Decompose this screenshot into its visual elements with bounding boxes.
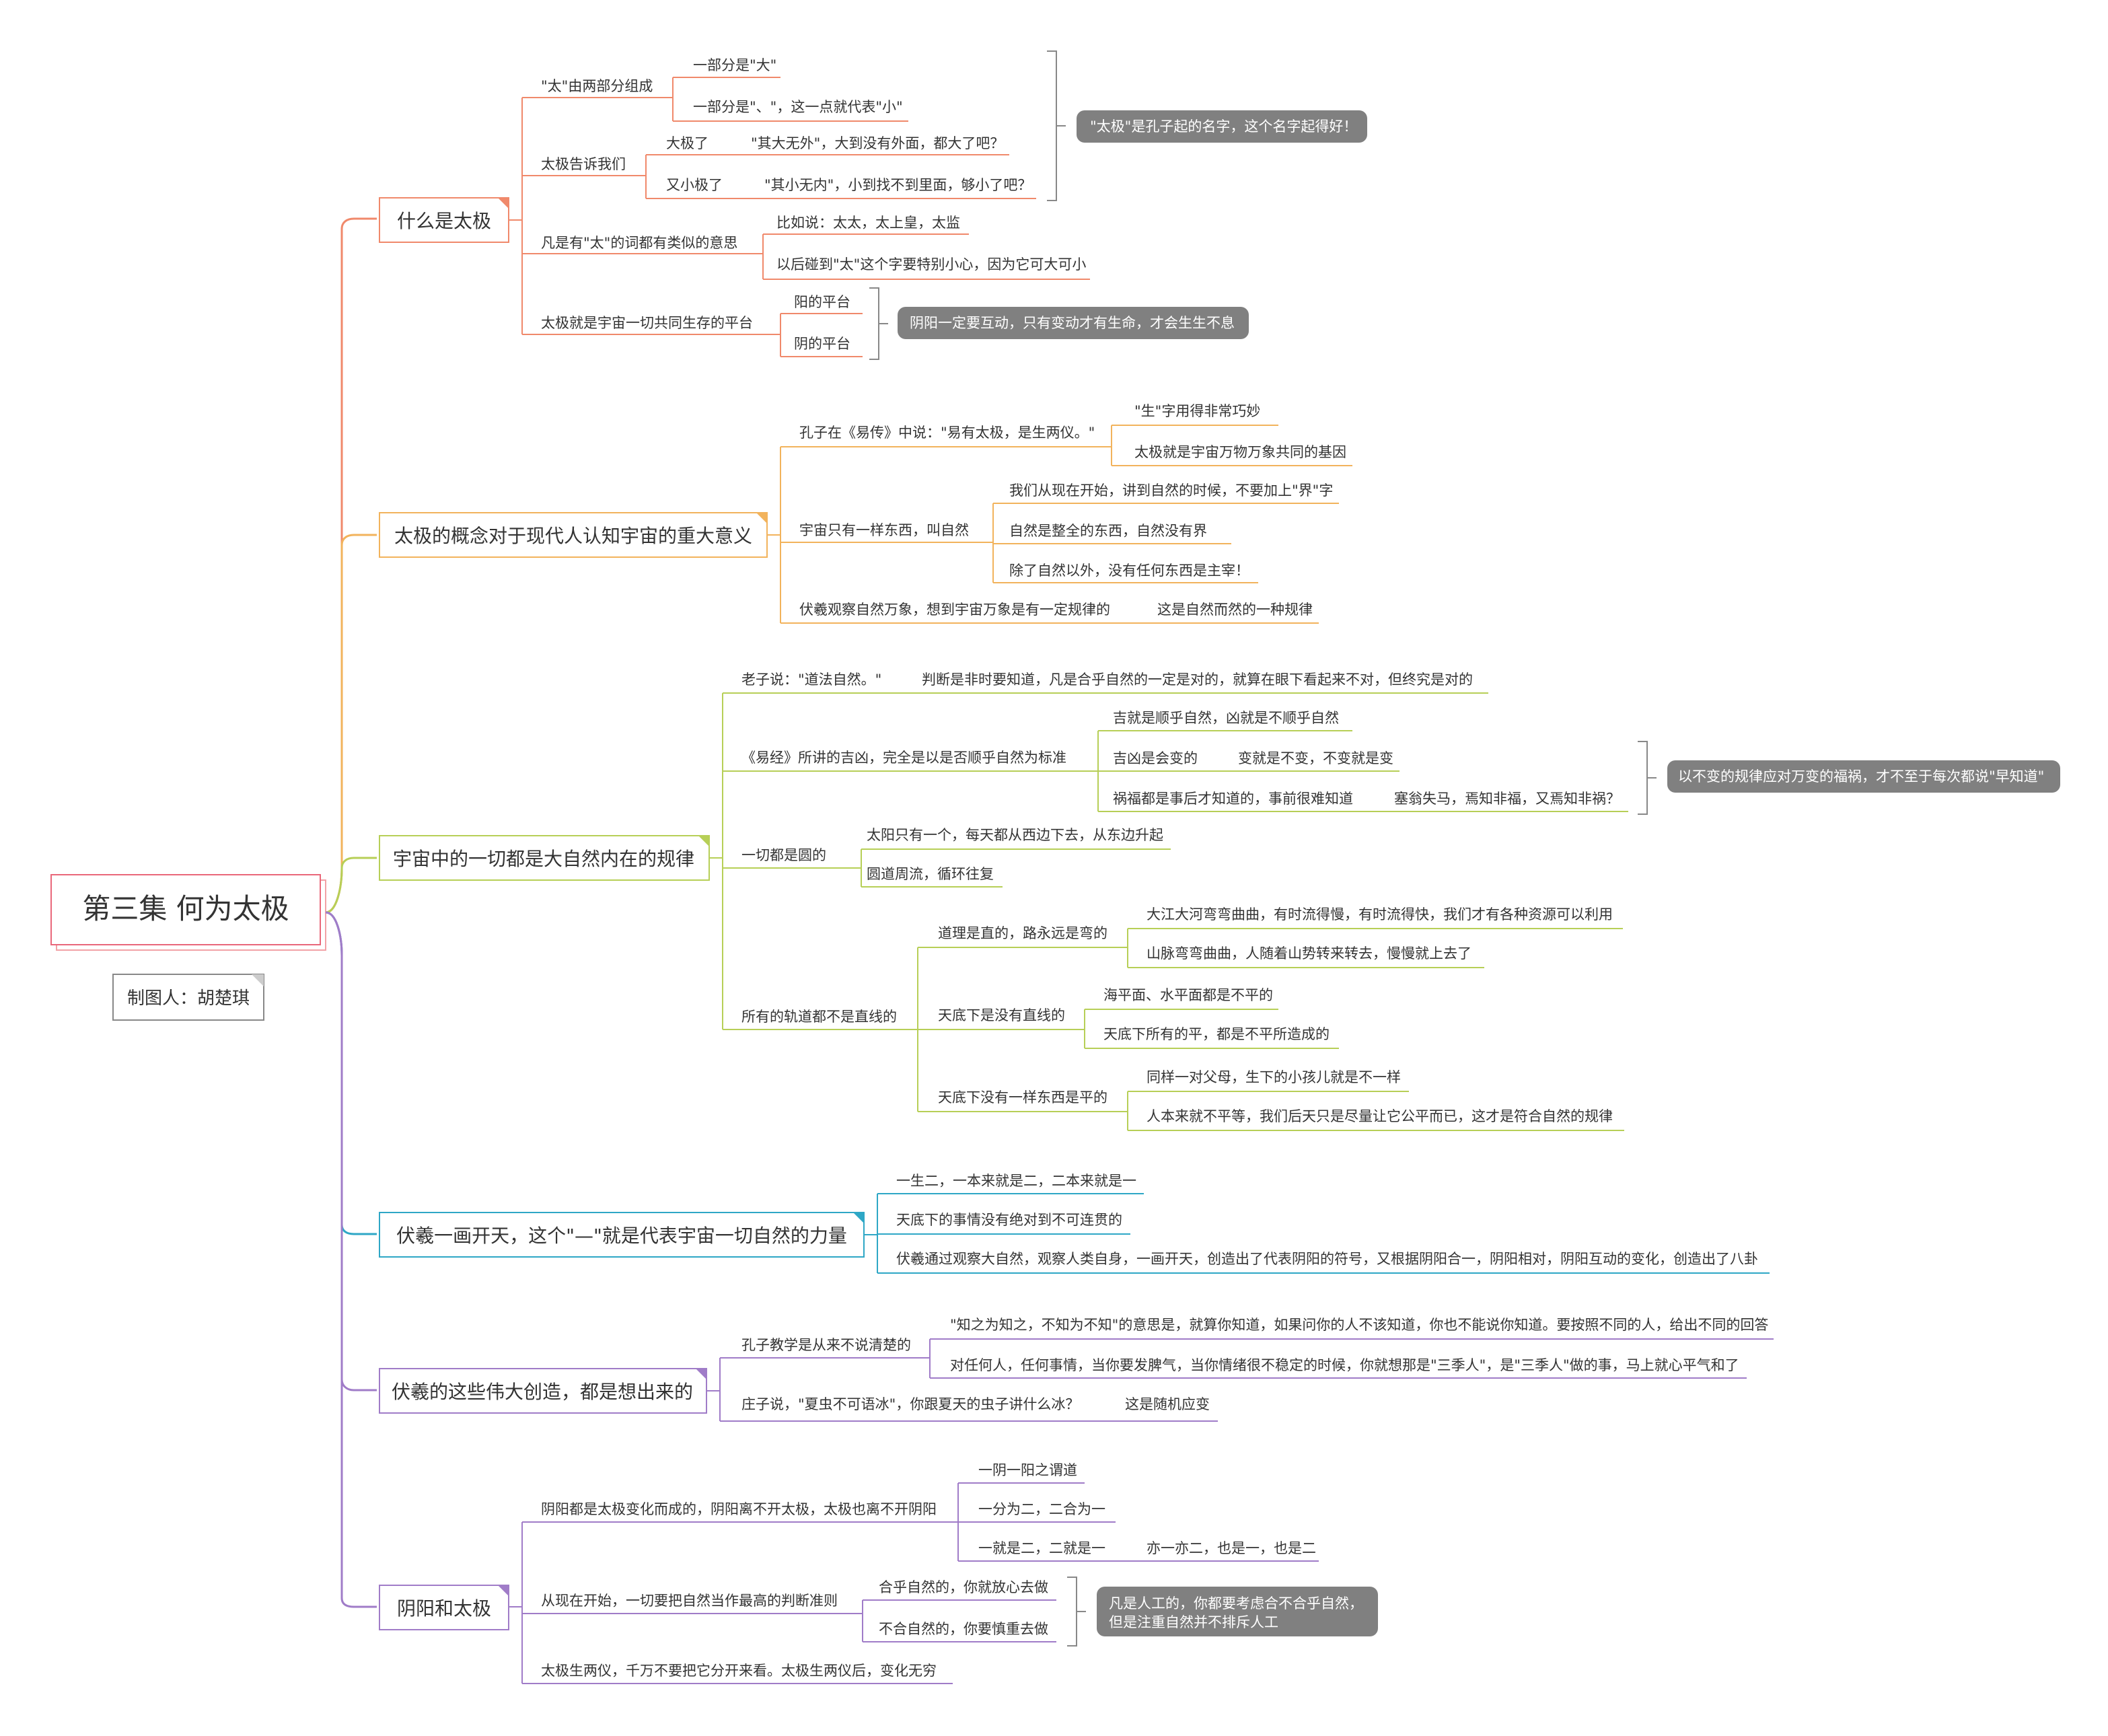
svg-text:凡是有"太"的词都有类似的意思: 凡是有"太"的词都有类似的意思: [541, 235, 737, 251]
svg-text:"太极"是孔子起的名字，这个名字起得好！: "太极"是孔子起的名字，这个名字起得好！: [1090, 118, 1357, 135]
branch-what-is-taiji: 什么是太极 "太"由两部分组成 一部分是"大" 一部分是"、"，这一点就代表"小…: [379, 50, 1367, 360]
branch-universe-laws: 宇宙中的一切都是大自然内在的规律 老子说："道法自然。" 判断是非时要知道，凡是…: [379, 672, 2060, 1131]
svg-text:这是自然而然的一种规律: 这是自然而然的一种规律: [1157, 602, 1313, 618]
svg-text:阴阳都是太极变化而成的，阴阳离不开太极，太极也离不开阴阳: 阴阳都是太极变化而成的，阴阳离不开太极，太极也离不开阴阳: [541, 1501, 937, 1517]
svg-text:一部分是"大": 一部分是"大": [693, 57, 776, 73]
svg-text:吉就是顺乎自然，凶就是不顺乎自然: 吉就是顺乎自然，凶就是不顺乎自然: [1113, 710, 1339, 726]
svg-text:判断是非时要知道，凡是合乎自然的一定是对的，就算在眼下看起来: 判断是非时要知道，凡是合乎自然的一定是对的，就算在眼下看起来不对，但终究是对的: [922, 672, 1473, 688]
svg-text:什么是太极: 什么是太极: [397, 210, 491, 232]
svg-text:天底下没有一样东西是平的: 天底下没有一样东西是平的: [938, 1089, 1107, 1106]
branch2-topic[interactable]: 太极的概念对于现代人认知宇宙的重大意义: [379, 512, 768, 558]
svg-text:"知之为知之，不知为不知"的意思是，就算你知道，如果问你的人: "知之为知之，不知为不知"的意思是，就算你知道，如果问你的人不该知道，你也不能说…: [950, 1317, 1768, 1333]
svg-text:天底下所有的平，都是不平所造成的: 天底下所有的平，都是不平所造成的: [1103, 1026, 1330, 1042]
svg-text:道理是直的，路永远是弯的: 道理是直的，路永远是弯的: [938, 925, 1107, 941]
svg-text:一部分是"、"，这一点就代表"小": 一部分是"、"，这一点就代表"小": [693, 99, 903, 115]
branch5-topic[interactable]: 伏羲的这些伟大创造，都是想出来的: [379, 1368, 707, 1414]
branch-fuxi-creation: 伏羲的这些伟大创造，都是想出来的 孔子教学是从来不说清楚的 "知之为知之，不知为…: [379, 1317, 1774, 1422]
svg-text:以后碰到"太"这个字要特别小心，因为它可大可小: 以后碰到"太"这个字要特别小心，因为它可大可小: [776, 256, 1086, 273]
svg-text:但是注重自然并不排斥人工: 但是注重自然并不排斥人工: [1109, 1614, 1278, 1630]
svg-text:不合自然的，你要慎重去做: 不合自然的，你要慎重去做: [879, 1621, 1048, 1637]
svg-text:一分为二，二合为一: 一分为二，二合为一: [978, 1501, 1105, 1517]
root-connectors: [325, 217, 377, 1608]
svg-text:太极告诉我们: 太极告诉我们: [541, 156, 626, 172]
root-node[interactable]: 第三集 何为太极: [50, 874, 326, 951]
svg-text:太极生两仪，千万不要把它分开来看。太极生两仪后，变化无穷: 太极生两仪，千万不要把它分开来看。太极生两仪后，变化无穷: [541, 1663, 937, 1679]
svg-text:天底下是没有直线的: 天底下是没有直线的: [938, 1007, 1065, 1023]
svg-text:一切都是圆的: 一切都是圆的: [741, 847, 826, 863]
svg-text:太极的概念对于现代人认知宇宙的重大意义: 太极的概念对于现代人认知宇宙的重大意义: [394, 525, 752, 547]
svg-text:阳的平台: 阳的平台: [794, 294, 850, 310]
svg-text:又小极了: 又小极了: [666, 177, 723, 193]
root-title: 第三集 何为太极: [82, 892, 289, 925]
note-yinyang-interact[interactable]: 阴阳一定要互动，只有变动才有生命，才会生生不息: [898, 307, 1249, 339]
svg-text:伏羲一画开天，这个"—"就是代表宇宙一切自然的力量: 伏羲一画开天，这个"—"就是代表宇宙一切自然的力量: [396, 1225, 847, 1247]
svg-text:"其小无内"，小到找不到里面，够小了吧？: "其小无内"，小到找不到里面，够小了吧？: [764, 177, 1031, 193]
svg-text:太极就是宇宙一切共同生存的平台: 太极就是宇宙一切共同生存的平台: [541, 315, 753, 331]
svg-text:比如说：太太，太上皇，太监: 比如说：太太，太上皇，太监: [776, 215, 960, 231]
svg-text:圆道周流，循环往复: 圆道周流，循环往复: [867, 866, 994, 882]
svg-text:祸福都是事后才知道的，事前很难知道: 祸福都是事后才知道的，事前很难知道: [1113, 791, 1353, 807]
svg-text:变就是不变，不变就是变: 变就是不变，不变就是变: [1238, 750, 1393, 766]
svg-text:庄子说，"夏虫不可语冰"，你跟夏天的虫子讲什么冰？: 庄子说，"夏虫不可语冰"，你跟夏天的虫子讲什么冰？: [741, 1396, 1079, 1412]
svg-text:宇宙中的一切都是大自然内在的规律: 宇宙中的一切都是大自然内在的规律: [393, 848, 694, 870]
branch3-topic[interactable]: 宇宙中的一切都是大自然内在的规律: [379, 835, 710, 881]
svg-text:老子说："道法自然。": 老子说："道法自然。": [741, 672, 881, 688]
svg-text:同样一对父母，生下的小孩儿就是不一样: 同样一对父母，生下的小孩儿就是不一样: [1147, 1069, 1401, 1085]
svg-text:孔子在《易传》中说："易有太极，是生两仪。": 孔子在《易传》中说："易有太极，是生两仪。": [799, 425, 1095, 441]
svg-text:亦一亦二，也是一，也是二: 亦一亦二，也是一，也是二: [1147, 1540, 1316, 1556]
svg-text:以不变的规律应对万变的福祸，才不至于每次都说"早知道": 以不变的规律应对万变的福祸，才不至于每次都说"早知道": [1678, 768, 2044, 785]
svg-text:阴的平台: 阴的平台: [794, 336, 850, 352]
svg-text:伏羲的这些伟大创造，都是想出来的: 伏羲的这些伟大创造，都是想出来的: [392, 1381, 693, 1403]
svg-text:所有的轨道都不是直线的: 所有的轨道都不是直线的: [741, 1009, 897, 1025]
svg-text:阴阳一定要互动，只有变动才有生命，才会生生不息: 阴阳一定要互动，只有变动才有生命，才会生生不息: [910, 315, 1235, 331]
svg-text:我们从现在开始，讲到自然的时候，不要加上"界"字: 我们从现在开始，讲到自然的时候，不要加上"界"字: [1009, 482, 1333, 499]
svg-text:自然是整全的东西，自然没有界: 自然是整全的东西，自然没有界: [1009, 523, 1207, 539]
branch-yinyang-taiji: 阴阳和太极 阴阳都是太极变化而成的，阴阳离不开太极，太极也离不开阴阳 一阴一阳之…: [379, 1462, 1378, 1684]
svg-text:太极就是宇宙万物万象共同的基因: 太极就是宇宙万物万象共同的基因: [1134, 444, 1346, 460]
svg-text:人本来就不平等，我们后天只是尽量让它公平而已，这才是符合自然: 人本来就不平等，我们后天只是尽量让它公平而已，这才是符合自然的规律: [1147, 1108, 1613, 1124]
svg-text:合乎自然的，你就放心去做: 合乎自然的，你就放心去做: [879, 1579, 1048, 1595]
svg-text:孔子教学是从来不说清楚的: 孔子教学是从来不说清楚的: [741, 1337, 911, 1353]
branch1-topic[interactable]: 什么是太极: [379, 197, 509, 243]
svg-text:山脉弯弯曲曲，人随着山势转来转去，慢慢就上去了: 山脉弯弯曲曲，人随着山势转来转去，慢慢就上去了: [1147, 945, 1471, 962]
svg-text:对任何人，任何事情，当你要发脾气，当你情绪很不稳定的时候，你: 对任何人，任何事情，当你要发脾气，当你情绪很不稳定的时候，你就想那是"三季人"，…: [950, 1357, 1739, 1373]
svg-text:大江大河弯弯曲曲，有时流得慢，有时流得快，我们才有各种资源可: 大江大河弯弯曲曲，有时流得慢，有时流得快，我们才有各种资源可以利用: [1147, 906, 1613, 923]
svg-text:这是随机应变: 这是随机应变: [1125, 1396, 1210, 1412]
branch4-topic[interactable]: 伏羲一画开天，这个"—"就是代表宇宙一切自然的力量: [379, 1212, 865, 1258]
svg-text:塞翁失马，焉知非福，又焉知非祸？: 塞翁失马，焉知非福，又焉知非祸？: [1394, 791, 1620, 807]
svg-text:除了自然以外，没有任何东西是主宰！: 除了自然以外，没有任何东西是主宰！: [1009, 563, 1249, 579]
branch6-topic[interactable]: 阴阳和太极: [379, 1585, 509, 1630]
svg-text:太阳只有一个，每天都从西边下去，从东边升起: 太阳只有一个，每天都从西边下去，从东边升起: [867, 827, 1163, 843]
svg-text:伏羲观察自然万象，想到宇宙万象是有一定规律的: 伏羲观察自然万象，想到宇宙万象是有一定规律的: [799, 602, 1110, 618]
author-label: 制图人：胡楚琪: [127, 988, 250, 1009]
svg-text:《易经》所讲的吉凶，完全是以是否顺乎自然为标准: 《易经》所讲的吉凶，完全是以是否顺乎自然为标准: [741, 750, 1066, 766]
branch-fuxi-stroke: 伏羲一画开天，这个"—"就是代表宇宙一切自然的力量 一生二，一本来就是二，二本来…: [379, 1173, 1770, 1274]
svg-text:凡是人工的，你都要考虑合不合乎自然，: 凡是人工的，你都要考虑合不合乎自然，: [1109, 1595, 1363, 1612]
svg-text:一生二，一本来就是二，二本来就是一: 一生二，一本来就是二，二本来就是一: [896, 1173, 1136, 1189]
svg-text:宇宙只有一样东西，叫自然: 宇宙只有一样东西，叫自然: [799, 522, 969, 538]
svg-text:"生"字用得非常巧妙: "生"字用得非常巧妙: [1134, 403, 1260, 419]
svg-text:天底下的事情没有绝对到不可连贯的: 天底下的事情没有绝对到不可连贯的: [896, 1212, 1122, 1228]
svg-text:海平面、水平面都是不平的: 海平面、水平面都是不平的: [1103, 987, 1273, 1003]
svg-text:一阴一阳之谓道: 一阴一阳之谓道: [978, 1462, 1077, 1478]
svg-text:"太"由两部分组成: "太"由两部分组成: [541, 78, 653, 94]
svg-text:大极了: 大极了: [666, 135, 708, 151]
svg-text:吉凶是会变的: 吉凶是会变的: [1113, 750, 1198, 766]
svg-text:从现在开始，一切要把自然当作最高的判断准则: 从现在开始，一切要把自然当作最高的判断准则: [541, 1593, 838, 1609]
svg-text:"其大无外"，大到没有外面，都大了吧？: "其大无外"，大到没有外面，都大了吧？: [751, 135, 1004, 151]
author-node[interactable]: 制图人：胡楚琪: [112, 974, 264, 1021]
svg-text:伏羲通过观察大自然，观察人类自身，一画开天，创造出了代表阴阳: 伏羲通过观察大自然，观察人类自身，一画开天，创造出了代表阴阳的符号，又根据阴阳合…: [896, 1251, 1758, 1267]
note-unchanging-law[interactable]: 以不变的规律应对万变的福祸，才不至于每次都说"早知道": [1667, 760, 2060, 793]
note-artificial-natural[interactable]: 凡是人工的，你都要考虑合不合乎自然， 但是注重自然并不排斥人工: [1097, 1587, 1378, 1636]
svg-text:一就是二，二就是一: 一就是二，二就是一: [978, 1540, 1105, 1556]
note-taiji-name[interactable]: "太极"是孔子起的名字，这个名字起得好！: [1077, 110, 1367, 143]
svg-text:阴阳和太极: 阴阳和太极: [397, 1597, 491, 1620]
branch-taiji-significance: 太极的概念对于现代人认知宇宙的重大意义 孔子在《易传》中说："易有太极，是生两仪…: [379, 403, 1352, 624]
